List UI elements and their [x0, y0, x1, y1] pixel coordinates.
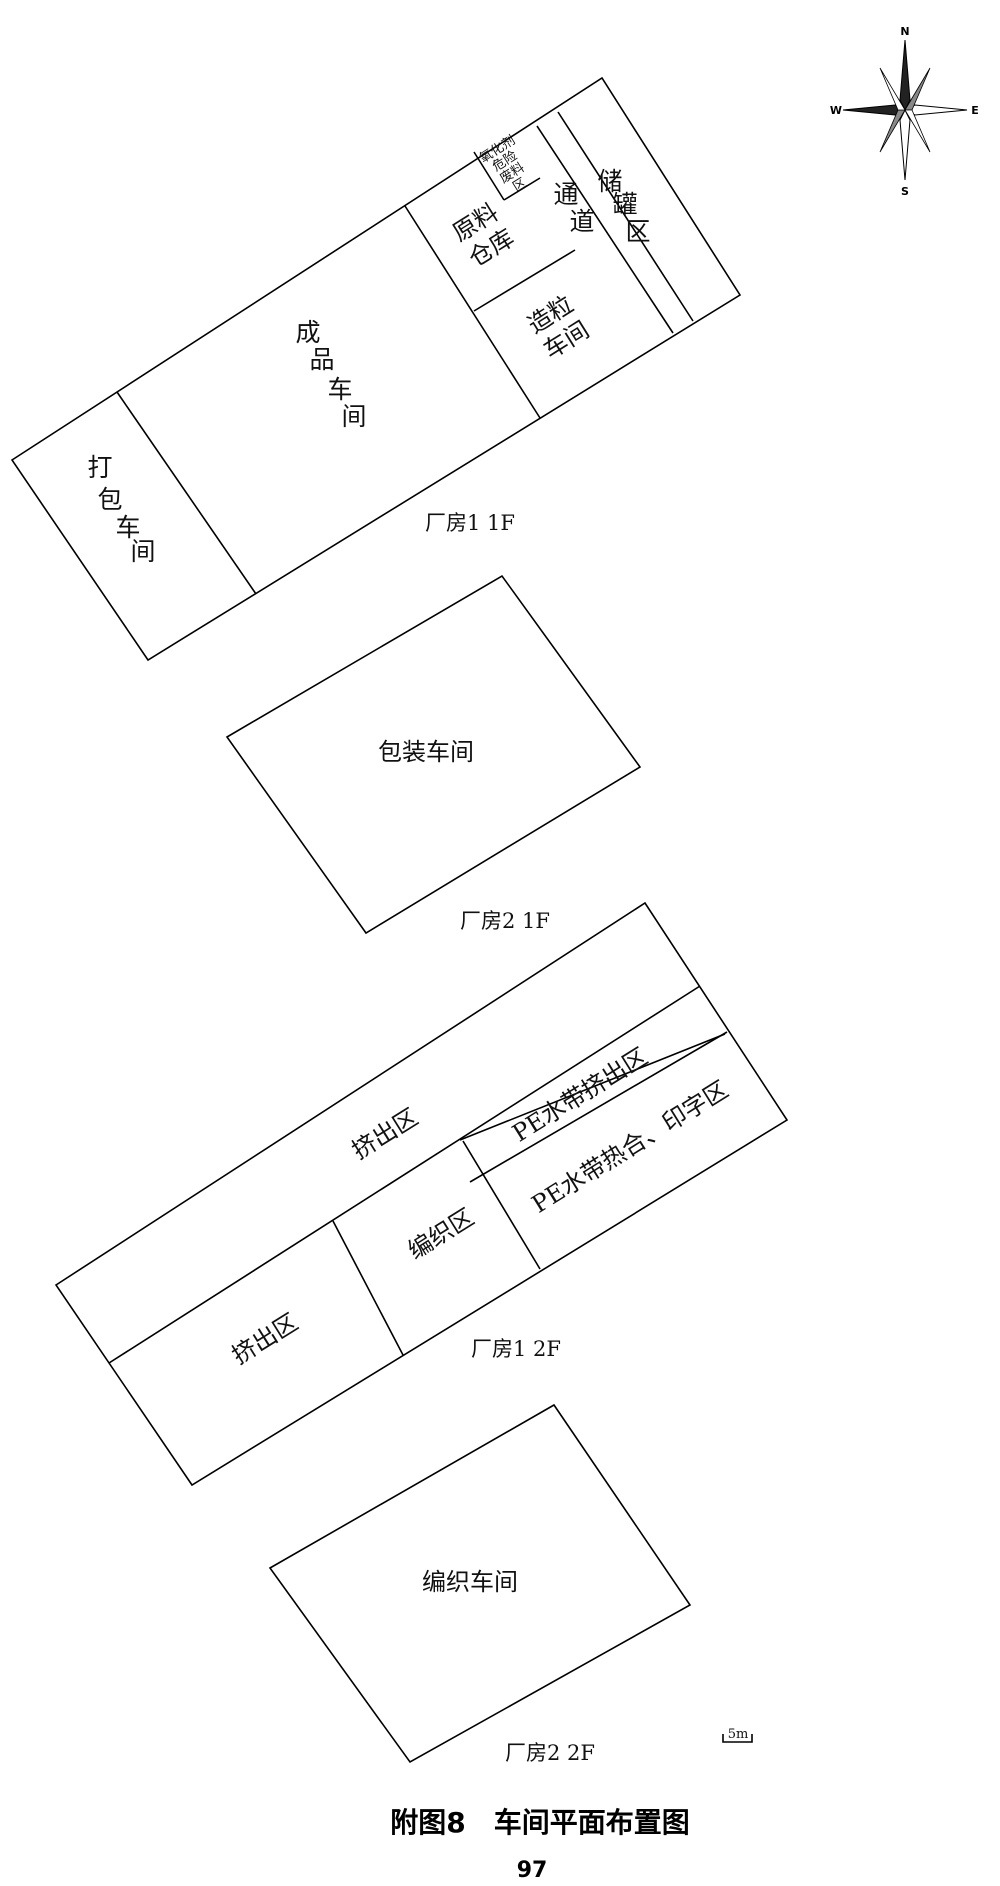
svg-text:品: 品	[309, 345, 334, 374]
packing-workshop-label: 打 包 车 间	[87, 453, 155, 566]
scale-bar-label: 5m	[728, 1727, 749, 1742]
compass-n-label: N	[900, 25, 909, 38]
svg-text:成: 成	[295, 318, 320, 347]
svg-text:道: 道	[569, 207, 594, 236]
building2-1f-plan: 包装车间 厂房2 1F	[225, 574, 642, 935]
svg-text:车: 车	[327, 375, 352, 404]
building2-2f-floor-label: 厂房2 2F	[505, 1741, 595, 1765]
compass-e-label: E	[971, 104, 979, 117]
figure-caption: 附图8 车间平面布置图	[390, 1806, 689, 1839]
wall	[473, 249, 576, 312]
raw-material-warehouse-label: 原料 仓库	[448, 198, 519, 273]
svg-text:间: 间	[341, 402, 366, 431]
svg-text:区: 区	[625, 217, 650, 246]
wall	[536, 125, 674, 334]
building2-2f-outline	[268, 1403, 692, 1764]
building1-2f-plan: 挤出区 挤出区 编织区 PE水带挤出区 PE水带热合、印字区 厂房1 2F	[54, 901, 789, 1487]
finished-goods-workshop-label: 成 品 车 间	[295, 318, 366, 431]
svg-text:储: 储	[597, 167, 622, 196]
building1-1f-outline	[10, 76, 742, 662]
building2-2f-plan: 编织车间 厂房2 2F	[268, 1403, 692, 1765]
wall	[462, 1140, 541, 1270]
building1-2f-floor-label: 厂房1 2F	[471, 1337, 561, 1361]
wall	[459, 1033, 726, 1141]
granulation-workshop-label: 造粒 车间	[523, 290, 594, 365]
packaging-workshop-label: 包装车间	[378, 738, 474, 766]
scale-bar: 5m	[722, 1727, 753, 1743]
weaving-area-label: 编织区	[403, 1203, 479, 1265]
page-number: 97	[517, 1858, 548, 1883]
building2-1f-floor-label: 厂房2 1F	[460, 909, 550, 933]
hazardous-waste-area-label: 氧化剂 危险 废料 区	[477, 133, 529, 195]
building2-1f-outline	[225, 574, 642, 935]
wall	[503, 177, 541, 201]
compass-rose-icon: N S E W	[830, 25, 979, 198]
wall	[473, 151, 505, 201]
svg-text:罐: 罐	[612, 190, 637, 219]
extrusion-area-lower-label: 挤出区	[227, 1308, 303, 1370]
svg-text:打: 打	[87, 453, 112, 482]
wall	[557, 111, 694, 322]
wall	[116, 391, 257, 595]
passage-label: 通 道	[553, 180, 594, 236]
compass-w-label: W	[830, 104, 842, 117]
wall	[332, 1220, 404, 1356]
extrusion-area-upper-label: 挤出区	[347, 1103, 423, 1165]
wall	[469, 1031, 728, 1183]
wall	[108, 985, 701, 1364]
building1-2f-outline	[54, 901, 789, 1487]
svg-text:间: 间	[130, 537, 155, 566]
building1-1f-plan: 打 包 车 间 成 品 车 间 原料 仓库 氧化剂 危险 废料 区 通 道	[10, 76, 742, 662]
svg-text:车: 车	[115, 513, 140, 542]
wall	[404, 205, 541, 419]
weaving-workshop-label: 编织车间	[422, 1568, 518, 1596]
compass-s-label: S	[901, 185, 909, 198]
svg-text:包: 包	[97, 485, 122, 514]
tank-area-label: 储 罐 区	[597, 167, 650, 246]
svg-text:通: 通	[553, 180, 578, 209]
building1-1f-floor-label: 厂房1 1F	[425, 511, 515, 535]
